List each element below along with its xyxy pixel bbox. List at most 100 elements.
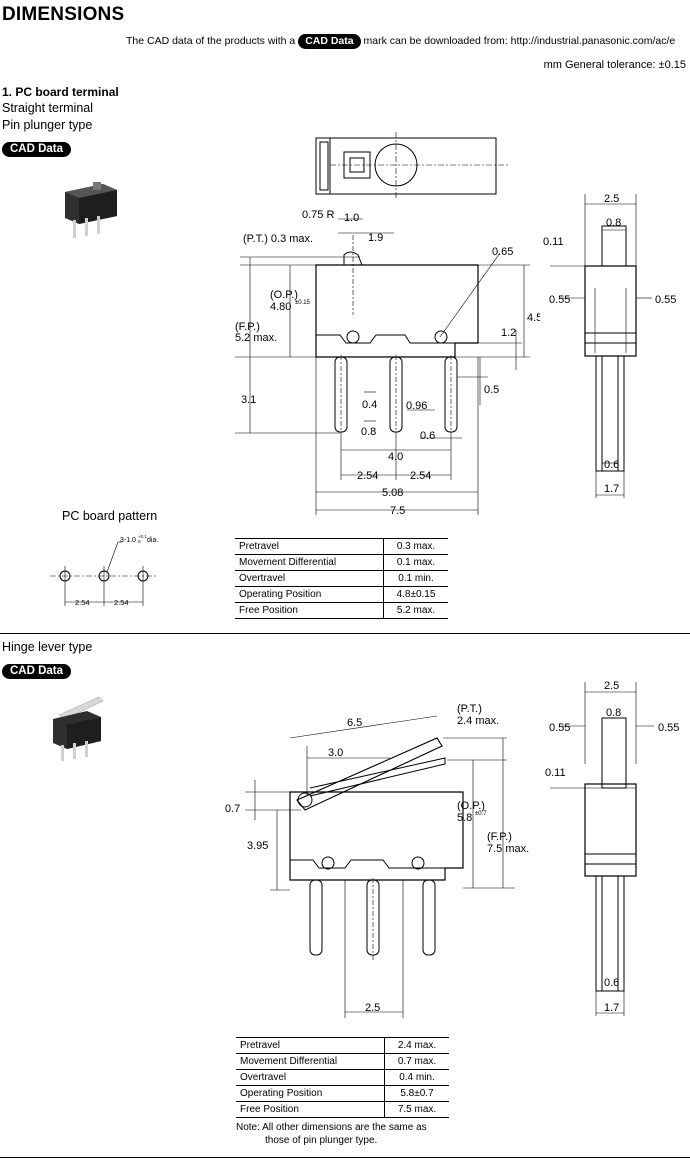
side-view-drawing: 2.5 0.8 0.11 0.55 0.55 0.6 1.7 bbox=[543, 193, 676, 498]
note-line-2: those of pin plunger type. bbox=[265, 1135, 378, 1146]
dim-4-0: 4.0 bbox=[388, 451, 403, 463]
hinge-dim-pt-val: 2.4 max. bbox=[457, 715, 499, 727]
hinge-dim-pt: (P.T.) bbox=[457, 703, 482, 715]
hinge-dim-op-tol: ±0.7 bbox=[475, 811, 487, 817]
spec-value: 0.1 max. bbox=[383, 554, 448, 571]
pcb-hole-tol-bot: 0 bbox=[138, 539, 141, 544]
dim-fp: (F.P.) bbox=[235, 321, 260, 333]
dim-0-8: 0.8 bbox=[361, 426, 376, 438]
dim-op-tol: ±0.15 bbox=[295, 300, 311, 306]
spec-label: Pretravel bbox=[236, 1037, 385, 1054]
hinge-side-dim-0-55-right: 0.55 bbox=[658, 722, 679, 734]
spec-value: 0.4 min. bbox=[384, 1069, 449, 1086]
cad-note-after[interactable]: mark can be downloaded from: http://indu… bbox=[363, 35, 676, 47]
spec-label: Movement Differential bbox=[235, 554, 384, 571]
pcb-pitch-right: 2.54 bbox=[114, 598, 129, 607]
spec-value: 2.4 max. bbox=[384, 1037, 449, 1054]
plunger-type: Pin plunger type bbox=[2, 118, 93, 132]
cad-data-badge: CAD Data bbox=[298, 34, 361, 49]
hinge-side-dim-2-5: 2.5 bbox=[604, 680, 619, 692]
side-dim-0-55-right: 0.55 bbox=[655, 294, 676, 306]
hinge-side-dim-0-11: 0.11 bbox=[545, 767, 566, 779]
pcb-pattern-title: PC board pattern bbox=[62, 509, 158, 523]
section-2-title: Hinge lever type bbox=[2, 640, 93, 654]
side-dim-0-6: 0.6 bbox=[604, 459, 619, 471]
hinge-dim-6-5: 6.5 bbox=[347, 717, 362, 729]
dim-2-54-b: 2.54 bbox=[410, 470, 431, 482]
side-dim-0-8: 0.8 bbox=[606, 217, 621, 229]
hinge-side-view-drawing: 2.5 0.55 0.8 0.55 0.11 0.6 1.7 bbox=[545, 680, 679, 1016]
spec-label: Pretravel bbox=[235, 538, 384, 555]
terminal-type: Straight terminal bbox=[2, 101, 94, 115]
note: Note: All other dimensions are the same … bbox=[236, 1121, 427, 1147]
section-divider-2 bbox=[0, 1157, 690, 1158]
dim-op: (O.P.) bbox=[270, 289, 298, 301]
dim-7-5: 7.5 bbox=[390, 505, 405, 517]
spec-value: 0.1 min. bbox=[383, 570, 448, 587]
top-view-drawing bbox=[315, 132, 508, 200]
pin-plunger-photo bbox=[65, 182, 117, 238]
hinge-side-dim-0-55-left: 0.55 bbox=[549, 722, 570, 734]
section-1-title: 1. PC board terminal bbox=[2, 85, 119, 99]
hinge-dim-0-7: 0.7 bbox=[225, 803, 240, 815]
dim-1-0: 1.0 bbox=[344, 212, 359, 224]
dim-0-4: 0.4 bbox=[362, 399, 377, 411]
dim-0-96: 0.96 bbox=[406, 400, 427, 412]
cad-data-button-1[interactable]: CAD Data bbox=[2, 142, 72, 157]
spec-value: 0.3 max. bbox=[383, 538, 448, 555]
pcb-hole-tol-top: +0.1 bbox=[138, 534, 147, 539]
side-dim-1-7: 1.7 bbox=[604, 483, 619, 495]
hinge-side-dim-1-7: 1.7 bbox=[604, 1002, 619, 1014]
dim-fp-val: 5.2 max. bbox=[235, 332, 277, 344]
spec-label: Overtravel bbox=[235, 570, 384, 587]
spec-label: Operating Position bbox=[235, 586, 384, 603]
dim-5-08: 5.08 bbox=[382, 487, 403, 499]
dim-1-2: 1.2 bbox=[501, 327, 516, 339]
dim-0-5: 0.5 bbox=[484, 384, 499, 396]
spec-label: Movement Differential bbox=[236, 1053, 385, 1070]
spec-label: Free Position bbox=[236, 1101, 385, 1118]
spec-value: 0.7 max. bbox=[384, 1053, 449, 1070]
dim-pt: (P.T.) 0.3 max. bbox=[243, 233, 313, 245]
pcb-hole-suffix: dia. bbox=[147, 537, 158, 544]
hinge-dim-2-5: 2.5 bbox=[365, 1002, 380, 1014]
dim-0-65: 0.65 bbox=[492, 246, 513, 258]
dim-4-5: 4.5 bbox=[527, 312, 540, 324]
dim-0-6: 0.6 bbox=[420, 430, 435, 442]
general-tolerance: mm General tolerance: ±0.15 bbox=[543, 59, 686, 71]
dim-3-1: 3.1 bbox=[241, 394, 256, 406]
spec-label: Overtravel bbox=[236, 1069, 385, 1086]
pcb-hole-dim: 3-1.0 bbox=[120, 537, 136, 544]
spec-label: Operating Position bbox=[236, 1085, 385, 1102]
hinge-dim-3-95: 3.95 bbox=[247, 840, 268, 852]
spec-label: Free Position bbox=[235, 602, 384, 619]
pcb-pattern-drawing: 3-1.0 +0.1 0 dia. 2.54 2.54 bbox=[50, 534, 158, 607]
dim-2-54-a: 2.54 bbox=[357, 470, 378, 482]
hinge-lever-photo bbox=[53, 696, 104, 761]
section-divider-1 bbox=[0, 633, 690, 634]
spec-value: 5.2 max. bbox=[383, 602, 448, 619]
hinge-dim-fp-val: 7.5 max. bbox=[487, 843, 529, 855]
cad-data-button-2[interactable]: CAD Data bbox=[2, 664, 72, 679]
cad-note-before: The CAD data of the products with a bbox=[126, 35, 296, 47]
hinge-side-dim-0-8: 0.8 bbox=[606, 707, 621, 719]
front-view-drawing: 0.75 R 1.0 (P.T.) 0.3 max. 1.9 0.65 (O.P… bbox=[235, 209, 540, 517]
side-dim-2-5: 2.5 bbox=[604, 193, 619, 205]
spec-value: 5.8±0.7 bbox=[384, 1085, 449, 1102]
page-title: DIMENSIONS bbox=[2, 4, 125, 25]
hinge-dim-fp: (F.P.) bbox=[487, 831, 512, 843]
hinge-side-dim-0-6: 0.6 bbox=[604, 977, 619, 989]
hinge-front-view-drawing: 6.5 (P.T.) 2.4 max. 3.0 0.7 (O.P.) 5.8 ±… bbox=[225, 703, 529, 1018]
hinge-dim-op-val: 5.8 bbox=[457, 812, 472, 824]
side-dim-0-55-left: 0.55 bbox=[549, 294, 570, 306]
